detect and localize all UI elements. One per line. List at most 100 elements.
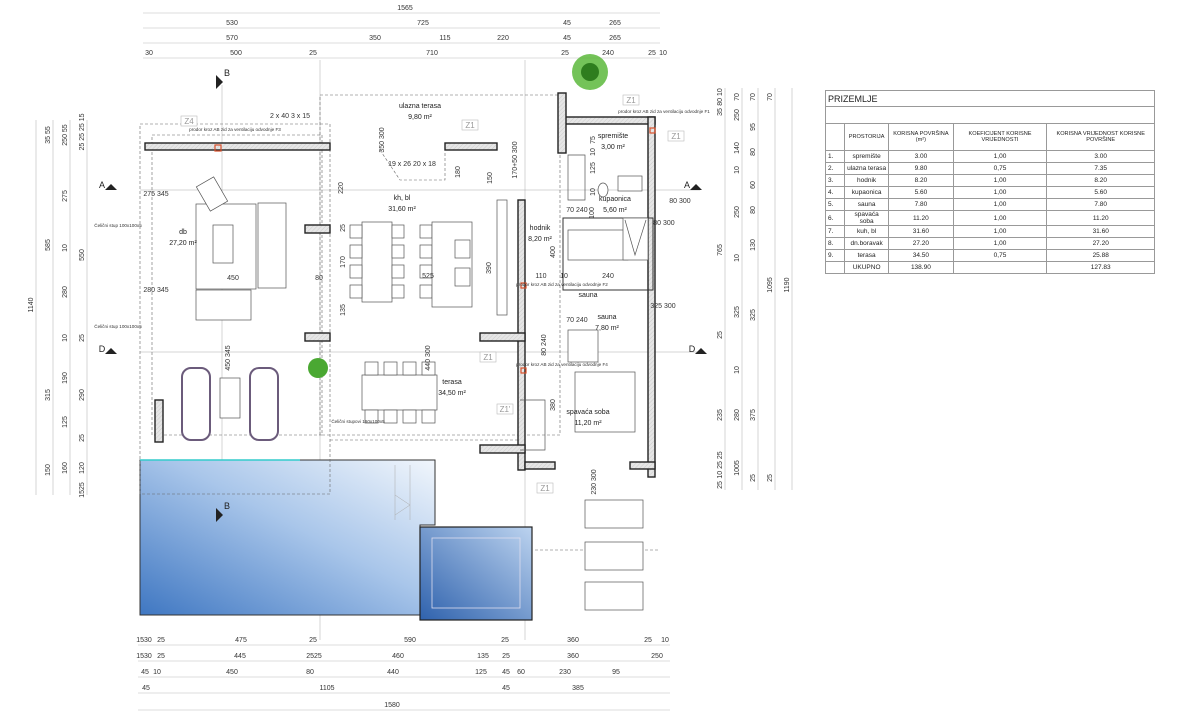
inner-dimension-label: 220 <box>338 182 345 194</box>
cell-room: kuh, bl <box>843 225 890 238</box>
dimension-label: 25 <box>717 331 724 339</box>
dimension-label: 45 <box>563 20 571 27</box>
cell-no: 9. <box>825 249 845 262</box>
dimension-label: 2525 <box>306 653 322 660</box>
dimension-label: 590 <box>404 637 416 644</box>
cell-coef: 1,00 <box>952 198 1048 211</box>
cell-room: dn.boravak <box>843 237 890 250</box>
inner-dimension-label: 75 <box>590 136 597 144</box>
dimension-label: 765 <box>717 244 724 256</box>
dimension-label: 190 <box>62 372 69 384</box>
dimension-label: 445 <box>234 653 246 660</box>
cell-no: 8. <box>825 237 845 250</box>
inner-dimension-label: 400 <box>550 246 557 258</box>
inner-dimension-label: 80 240 <box>541 334 548 356</box>
section-marker-label: D <box>689 344 696 354</box>
dimension-label: 45 <box>142 685 150 692</box>
annotation-note: prodor kroz AB zid za ventilaciju odvodn… <box>618 109 710 114</box>
inner-dimension-label: 150 <box>487 172 494 184</box>
section-marker-label: B <box>224 68 230 78</box>
header-area: KORISNA POVRŠINA (m²) <box>888 123 954 151</box>
room-area: 11,20 m² <box>574 420 602 427</box>
room-area: 31,60 m² <box>388 206 416 213</box>
jacuzzi <box>419 526 533 621</box>
schedule-header-row: PROSTORIJA KORISNA POVRŠINA (m²) KOEFICI… <box>825 123 1155 151</box>
dimension-label: 450 <box>226 669 238 676</box>
dimension-label: 70 <box>734 93 741 101</box>
dimension-label: 25 25 25 15 <box>79 113 86 150</box>
cell-no: 1. <box>825 150 845 163</box>
dimension-label: 25 <box>501 637 509 644</box>
inner-dimension-label: 80 300 <box>653 220 675 227</box>
dimension-label: 350 <box>369 35 381 42</box>
cell-value: 25.88 <box>1046 249 1155 262</box>
cell-area: 34.50 <box>888 249 954 262</box>
inner-dimension-label: 80 300 <box>669 198 691 205</box>
dimension-label: 325 <box>734 306 741 318</box>
dimension-label: 25 <box>157 653 165 660</box>
schedule-title: PRIZEMLJE <box>825 90 1155 107</box>
dimension-label: 70 <box>767 93 774 101</box>
zone-tag-box <box>667 130 685 142</box>
zone-tag: Z4 <box>184 117 194 126</box>
zone-tag-box <box>536 482 554 494</box>
inner-dimension-label: 170 <box>340 256 347 268</box>
cell-coef: 1,00 <box>952 210 1048 226</box>
room-area: 3,00 m² <box>601 144 625 151</box>
header-coefficient: KOEFICIJENT KORISNE VRIJEDNOSTI <box>952 123 1048 151</box>
inner-dimension-label: 135 <box>340 304 347 316</box>
cell-coef: 1,00 <box>952 150 1048 163</box>
dimension-label: 385 <box>572 685 584 692</box>
inner-dimension-label: 19 x 26 20 x 18 <box>388 161 436 168</box>
cell-value: 7.80 <box>1046 198 1155 211</box>
cell-value: 8.20 <box>1046 174 1155 187</box>
inner-dimension-label: 125 <box>590 162 597 174</box>
zone-tag-box <box>622 94 640 106</box>
room-name: spremište <box>598 133 628 140</box>
cell-coef: 0,75 <box>952 162 1048 175</box>
annotation-note: Čelični stup 100x100x5 <box>94 323 142 329</box>
inner-dimension-label: 110 <box>535 273 546 280</box>
dimension-label: 80 <box>750 148 757 156</box>
inner-dimension-label: 350 300 <box>379 127 386 152</box>
zone-tag: Z1 <box>671 132 681 141</box>
cell-coef: 1,00 <box>952 174 1048 187</box>
dimension-label: 10 <box>62 244 69 252</box>
inner-dimension-label: 10 <box>590 148 597 156</box>
dimension-label: 1005 <box>734 460 741 476</box>
inner-dimension-label: 70 240 <box>566 207 588 214</box>
zone-tag: Z1 <box>465 121 475 130</box>
dimension-label: 80 <box>750 206 757 214</box>
dimension-label: 725 <box>417 20 429 27</box>
dimension-label: 220 <box>497 35 509 42</box>
dimension-label: 250 <box>734 206 741 218</box>
dimension-label: 290 <box>79 389 86 401</box>
dimension-label: 95 <box>750 123 757 131</box>
cell-room: spavaća soba <box>843 210 890 226</box>
dimension-label: 160 <box>62 462 69 474</box>
dimension-label: 500 <box>230 50 242 57</box>
dimension-label: 60 <box>517 669 525 676</box>
inner-dimension-label: 70 240 <box>566 317 588 324</box>
cell-area: 31.60 <box>888 225 954 238</box>
room-area: 7,80 m² <box>595 325 619 332</box>
walls <box>144 92 656 478</box>
dimension-label: 1140 <box>28 297 35 312</box>
dimension-label: 1095 <box>767 277 774 293</box>
plants <box>308 54 608 378</box>
cell-no: 6. <box>825 210 845 226</box>
annotation-note: Čelični stupovi 160x100x5 <box>331 418 385 424</box>
cell-room: terasa <box>843 249 890 262</box>
zone-tag-box <box>496 403 514 415</box>
dimension-label: 25 <box>309 50 317 57</box>
inner-dimension-label: 100 <box>589 207 596 219</box>
cell-room: hodnik <box>843 174 890 187</box>
section-arrow-icon <box>105 184 117 190</box>
section-arrow-icon <box>105 348 117 354</box>
section-arrow-icon <box>690 184 702 190</box>
